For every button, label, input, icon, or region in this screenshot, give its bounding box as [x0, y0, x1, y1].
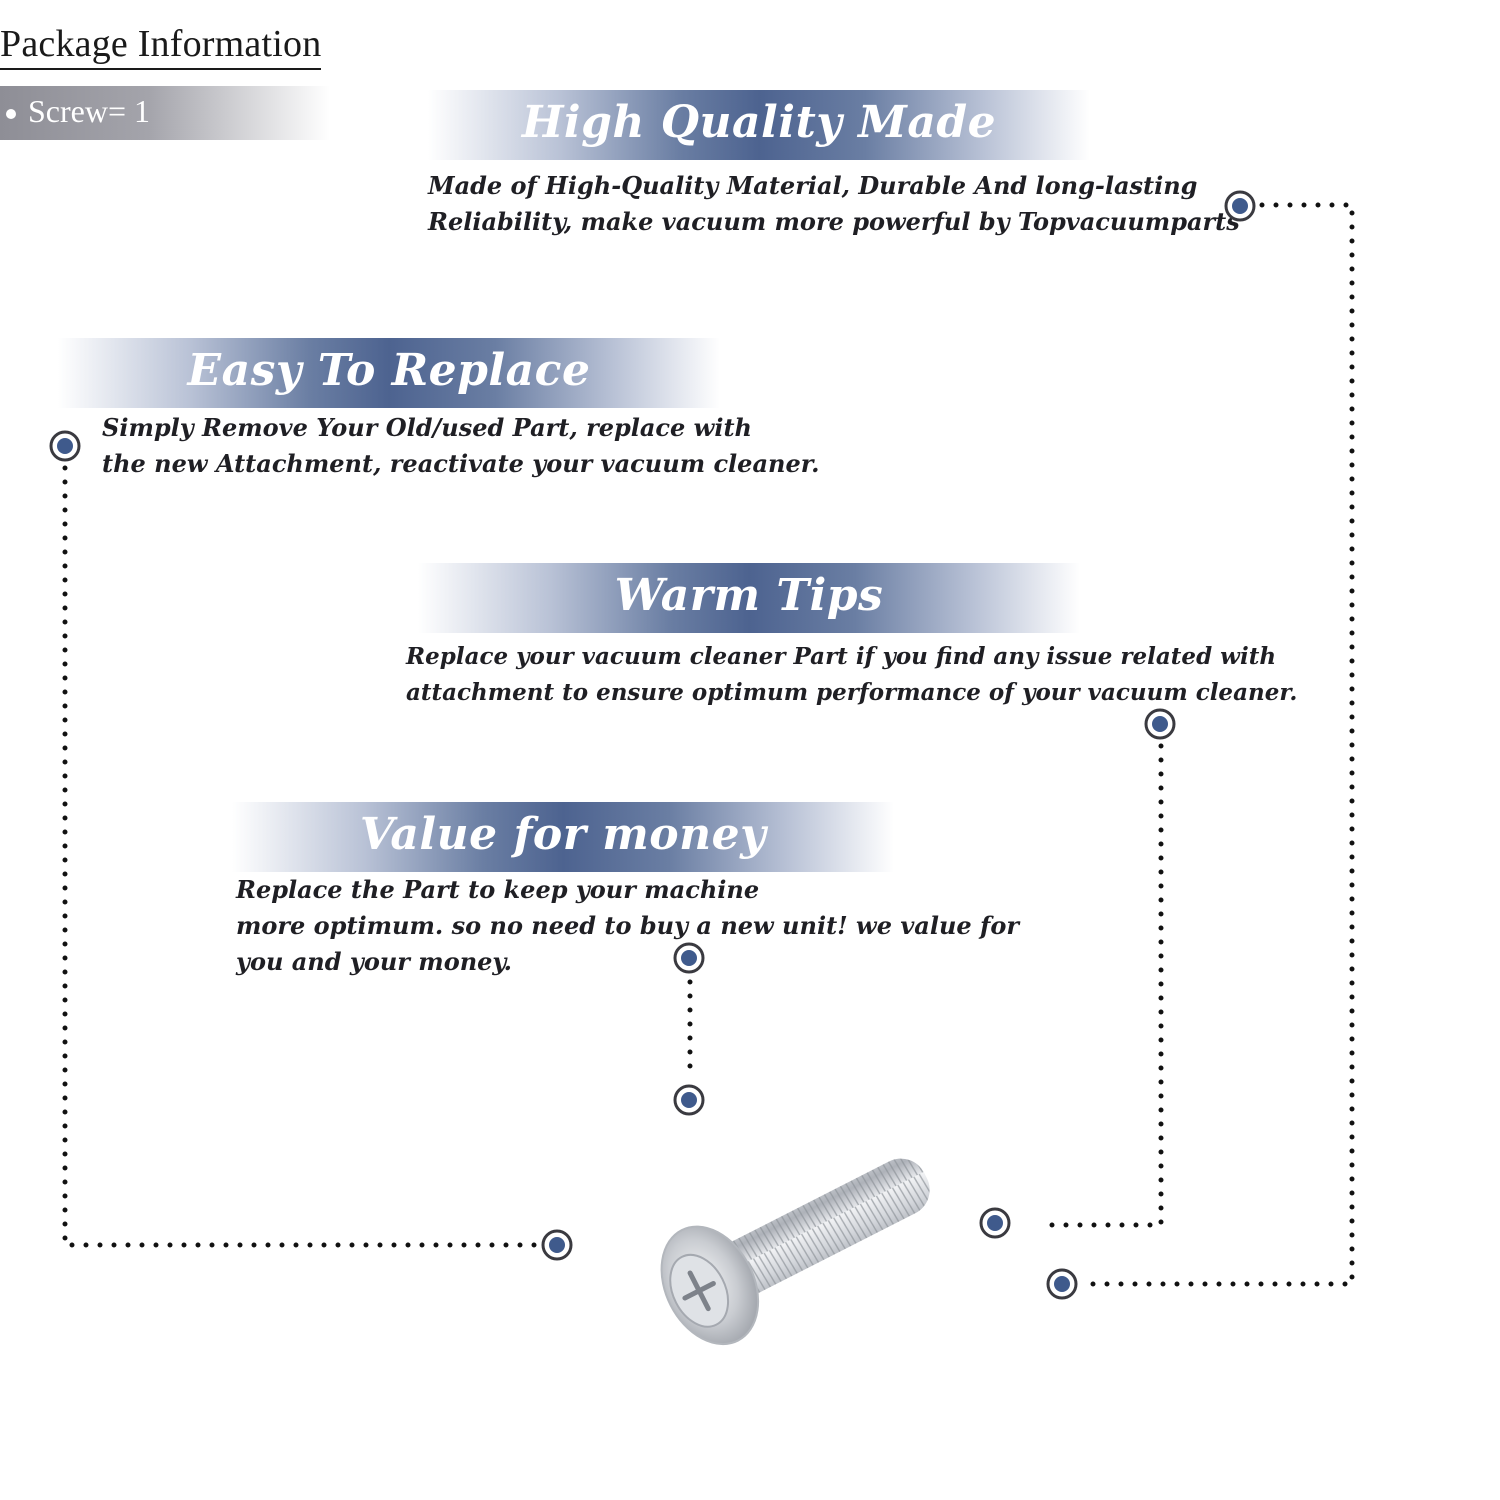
marker-dot: [541, 1229, 573, 1261]
desc-line: the new Attachment, reactivate your vacu…: [102, 449, 820, 478]
banner-value-money: Value for money: [232, 802, 894, 872]
marker-dot: [673, 1084, 705, 1116]
desc-line: more optimum. so no need to buy a new un…: [236, 911, 1019, 940]
banner-high-quality: High Quality Made: [428, 90, 1090, 160]
desc-line: Simply Remove Your Old/used Part, replac…: [102, 413, 752, 442]
banner-warm-tips: Warm Tips: [418, 563, 1080, 633]
desc-line: Reliability, make vacuum more powerful b…: [428, 207, 1240, 236]
marker-group: [49, 190, 1256, 1300]
marker-dot: [673, 942, 705, 974]
desc-line: you and your money.: [236, 947, 512, 976]
desc-line: Replace the Part to keep your machine: [236, 875, 760, 904]
desc-high-quality: Made of High-Quality Material, Durable A…: [428, 168, 1240, 240]
package-item-badge: Screw= 1: [0, 86, 330, 140]
marker-dot: [1144, 708, 1176, 740]
connector-easy-replace: [62, 465, 541, 1248]
banner-easy-replace: Easy To Replace: [58, 338, 720, 408]
desc-value-money: Replace the Part to keep your machine mo…: [236, 872, 1019, 980]
screw-icon: [610, 1120, 970, 1360]
desc-easy-replace: Simply Remove Your Old/used Part, replac…: [102, 410, 820, 482]
connector-warm-tips: [1037, 743, 1164, 1228]
marker-dot: [1224, 190, 1256, 222]
desc-warm-tips: Replace your vacuum cleaner Part if you …: [406, 639, 1297, 711]
marker-dot: [979, 1207, 1011, 1239]
desc-line: Made of High-Quality Material, Durable A…: [428, 171, 1198, 200]
package-info-title: Package Information: [0, 22, 322, 70]
desc-line: attachment to ensure optimum performance…: [406, 679, 1298, 706]
marker-dot: [49, 430, 81, 462]
marker-dot: [1046, 1268, 1078, 1300]
connector-high-quality: [1079, 202, 1355, 1287]
desc-line: Replace your vacuum cleaner Part if you …: [406, 643, 1277, 670]
